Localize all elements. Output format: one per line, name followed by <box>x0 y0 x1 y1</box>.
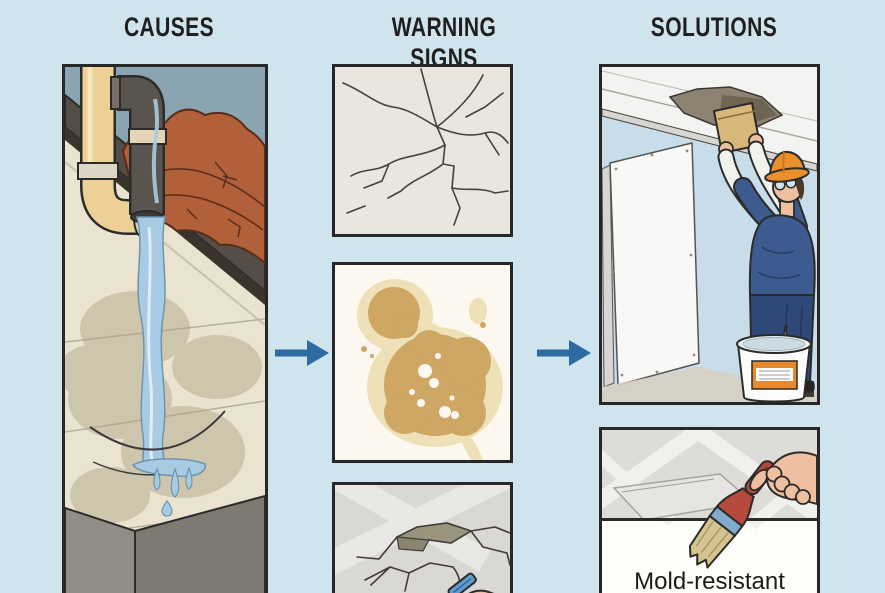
panel-worker-ceiling-repair <box>599 64 820 405</box>
panel-peeling-paint <box>332 482 513 593</box>
header-causes: CAUSES <box>123 12 215 42</box>
mold-resistant-caption: Mold-resistant <box>634 568 785 593</box>
hand <box>468 589 495 593</box>
paint-brush <box>688 460 776 569</box>
panel-mold-resistant-paint: Mold-resistant <box>599 427 820 593</box>
arrow-right-icon <box>537 340 591 366</box>
worker-repair-illustration <box>602 67 817 402</box>
header-solutions: SOLUTIONS <box>650 12 778 42</box>
peeling-paint-illustration <box>335 485 510 593</box>
drywall-sheet <box>602 142 700 388</box>
header-warning-signs: WARNING SIGNS <box>391 12 497 73</box>
arrow-right-icon <box>275 340 329 366</box>
cracks-illustration <box>335 67 510 234</box>
panel-water-stain <box>332 262 513 463</box>
dark-pipe <box>110 75 167 224</box>
ceiling-light-bands <box>335 485 510 575</box>
bucket <box>736 334 812 402</box>
water-stream <box>136 216 166 468</box>
panel-ceiling-cracks <box>332 64 513 237</box>
concrete-block <box>65 494 265 593</box>
brush-bristles <box>688 514 736 569</box>
paint-brush-illustration <box>602 430 817 593</box>
panel-leaking-roof-pipe <box>62 64 268 593</box>
scraper-tool <box>447 572 477 593</box>
crack-lines <box>342 68 509 226</box>
leaking-pipe-illustration <box>65 67 265 593</box>
brush-handle <box>715 487 755 528</box>
tan-pipe <box>77 67 149 237</box>
stain-holes <box>409 353 459 419</box>
hand <box>749 451 817 506</box>
water-stain-illustration <box>335 265 510 460</box>
worker-shirt <box>748 214 816 296</box>
